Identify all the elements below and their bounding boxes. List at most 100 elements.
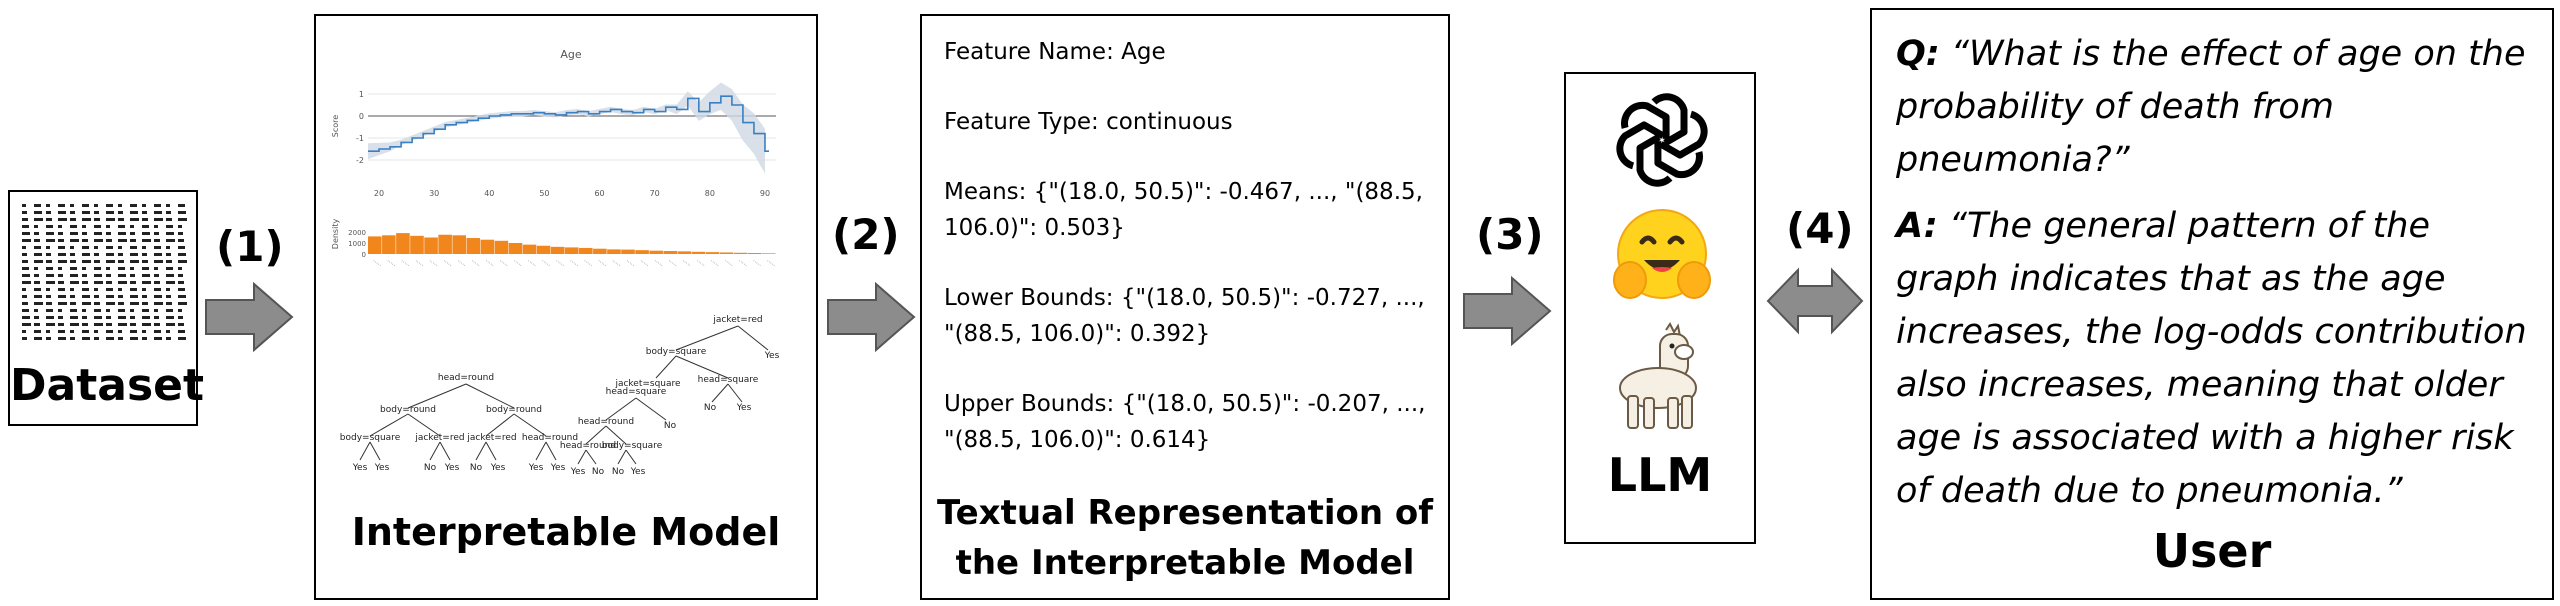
tree-leaf: Yes [444,463,460,473]
x-tick-label: 40 [484,189,494,198]
dataset-cell [154,232,159,235]
dataset-cell [46,211,51,214]
dataset-cell [118,337,123,340]
density-bin-label: ····· [624,258,636,269]
density-bar [382,235,396,254]
dataset-cell [58,281,64,284]
dataset-cell [58,267,62,270]
dataset-cell [178,302,187,305]
dataset-cell [34,239,40,242]
dataset-cell [166,232,174,235]
dataset-cell [34,211,42,214]
density-bar [494,240,509,254]
arrow-1-icon [205,282,294,352]
dataset-cell [178,253,186,256]
density-tick-label: 2000 [348,229,366,237]
dataset-cell [94,218,100,221]
tree-node: jacket=red [414,433,464,443]
dataset-cell [70,232,78,235]
dataset-cell [82,225,86,228]
dataset-cell [166,253,171,256]
tree-leaf: Yes [352,463,368,473]
dataset-cell [94,260,100,263]
density-bin-label: ····· [455,258,467,269]
dataset-cell [22,225,29,228]
density-bin-label: ····· [497,258,509,269]
dataset-cell [154,281,160,284]
dataset-cell [154,225,158,228]
dataset-cell [94,281,103,284]
dataset-cell [82,295,90,298]
tree-node: head=round [560,441,616,451]
dataset-cell [70,281,79,284]
answer-body: “The general pattern of the graph indica… [1896,206,2527,511]
density-bin-label: ····· [540,258,552,269]
dataset-cell [106,253,114,256]
dataset-cell [154,337,162,340]
answer-text: A: “The general pattern of the graph ind… [1896,200,2538,518]
question-text: Q: “What is the effect of age on the pro… [1896,28,2538,187]
feature-type-text: Feature Type: continuous [944,109,1233,135]
density-bar [635,250,649,254]
dataset-cell [118,225,125,228]
dataset-cell [46,218,52,221]
dataset-cell [118,204,122,207]
dataset-cell [34,302,43,305]
x-tick-label: 60 [594,189,604,198]
dataset-cell [154,267,158,270]
dataset-cell [58,218,67,221]
dataset-cell [142,253,147,256]
dataset-box: Dataset [8,190,204,426]
density-bin-label: ····· [399,258,411,269]
dataset-cell [166,288,170,291]
dataset-cell [58,274,63,277]
dataset-cell [130,337,138,340]
dataset-cell [34,323,40,326]
step-4-label: (4) [1786,204,1854,253]
hugging-face-emoji-icon [1613,209,1711,299]
dataset-cell [130,246,137,249]
dataset-cell [82,232,87,235]
dataset-cell [118,260,124,263]
tree-node: body=round [486,405,542,415]
dataset-cell [94,288,98,291]
dataset-cell [166,337,171,340]
dataset-cell [82,337,90,340]
question-body: “What is the effect of age on the probab… [1896,34,2526,180]
dataset-cell [58,225,62,228]
dataset-cell [58,337,66,340]
dataset-cell [82,260,91,263]
dataset-cell [70,246,74,249]
dataset-cell [34,309,38,312]
lower-bounds-text: Lower Bounds: {"(18.0, 50.5)": -0.727, .… [944,285,1425,347]
chart-title: Age [560,48,582,61]
density-bar [564,247,579,254]
dataset-cell [46,239,55,242]
density-label: Density [331,219,340,250]
dataset-cell [58,330,65,333]
dataset-cell [142,204,146,207]
dataset-cell [22,330,26,333]
dataset-cell [94,323,103,326]
dataset-cell [82,239,88,242]
dataset-cell [130,225,134,228]
dataset-cell [130,274,135,277]
dataset-cell [178,232,183,235]
dataset-cell [106,309,110,312]
dataset-cell [46,295,51,298]
density-bin-label: ····· [638,258,650,269]
dataset-cell [34,267,38,270]
density-bar [396,233,410,254]
density-bin-label: ····· [554,258,566,269]
dataset-cell [118,302,124,305]
density-bin-label: ····· [666,258,678,269]
density-bin-label: ····· [413,258,425,269]
dataset-cell [58,302,67,305]
dataset-cell [142,211,147,214]
density-bin-label: ····· [596,258,608,269]
dataset-cell [22,316,30,319]
dataset-cell [94,246,98,249]
dataset-cell [178,323,184,326]
step-2-label: (2) [832,210,900,259]
